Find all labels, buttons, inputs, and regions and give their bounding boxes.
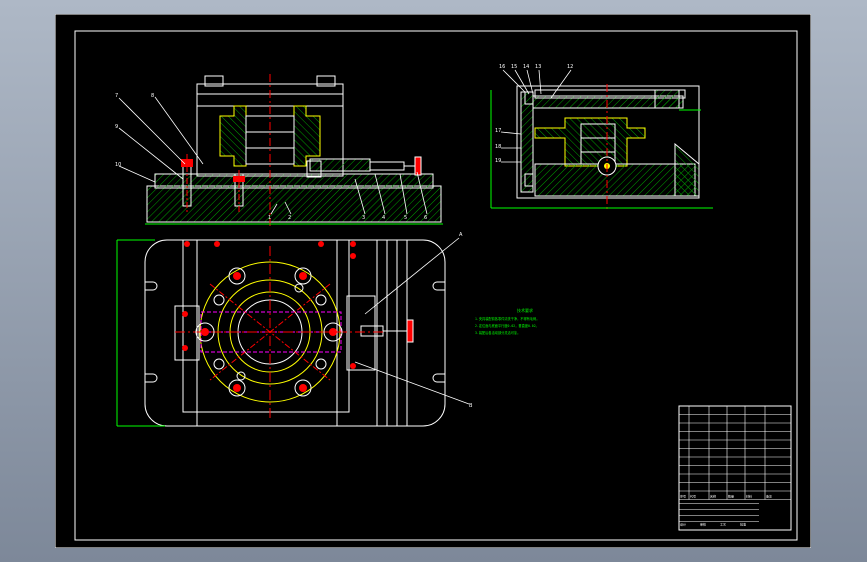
title-block-column-header: 备注 [766, 494, 772, 499]
side-leader-label: 13 [535, 64, 541, 70]
front-leader-label: 4 [382, 215, 385, 221]
side-leader-label: 15 [511, 64, 517, 70]
title-block-info-label: 批准 [740, 522, 746, 527]
front-leader-label: 5 [404, 215, 407, 221]
title-block-column-header: 材料 [746, 494, 752, 499]
notes-title: 技术要求 [517, 307, 533, 313]
title-block-info-label: 审核 [700, 522, 706, 527]
drawing-frame-inner [74, 30, 798, 541]
top-leader-label: B [469, 403, 473, 409]
technical-notes: 技术要求 1.夹具装配前各零件清洗干净，不得有毛刺。 2.定位面与底面平行度0.… [475, 307, 539, 335]
front-leader-label: 7 [115, 93, 118, 99]
top-plan-view: A B [116, 232, 473, 427]
side-leader-label: 12 [567, 64, 573, 70]
cad-viewport[interactable]: 7 8 9 10 1 2 3 4 5 6 [55, 14, 811, 548]
drawing-frame-outer [55, 14, 811, 548]
front-leader-label: 10 [115, 162, 121, 168]
title-block: 序号代号 名称 数量 材料 备注设计 审核 工艺 批准 [678, 405, 792, 531]
side-leader-label: 17 [495, 128, 501, 134]
title-block-column-header: 代号 [690, 494, 696, 499]
front-leader-label: 1 [268, 215, 271, 221]
front-leader-label: 3 [362, 215, 365, 221]
notes-line: 3.装配后各活动部分灵活可靠。 [475, 330, 520, 335]
side-leader-label: 16 [499, 64, 505, 70]
top-leader-label: A [459, 232, 463, 238]
front-leader-label: 2 [288, 215, 291, 221]
side-leader-label: 18 [495, 144, 501, 150]
side-leader-label: 19 [495, 158, 501, 164]
notes-line: 2.定位面与底面平行度0.02，垂直度0.02。 [475, 323, 539, 328]
front-leader-label: 6 [424, 215, 427, 221]
notes-line: 1.夹具装配前各零件清洗干净，不得有毛刺。 [475, 316, 539, 321]
front-leader-label: 8 [151, 93, 154, 99]
side-leader-label: 14 [523, 64, 529, 70]
title-block-column-header: 名称 [710, 494, 716, 499]
title-block-info-label: 设计 [680, 522, 686, 527]
title-block-info-label: 工艺 [720, 522, 726, 527]
front-leader-label: 9 [115, 124, 118, 130]
title-block-column-header: 数量 [728, 494, 734, 499]
side-section-view: 16 15 14 13 12 17 18 19 [490, 64, 713, 210]
cad-drawing: 7 8 9 10 1 2 3 4 5 6 [55, 14, 811, 548]
title-block-column-header: 序号 [680, 494, 686, 499]
front-section-view: 7 8 9 10 1 2 3 4 5 6 [115, 74, 443, 226]
